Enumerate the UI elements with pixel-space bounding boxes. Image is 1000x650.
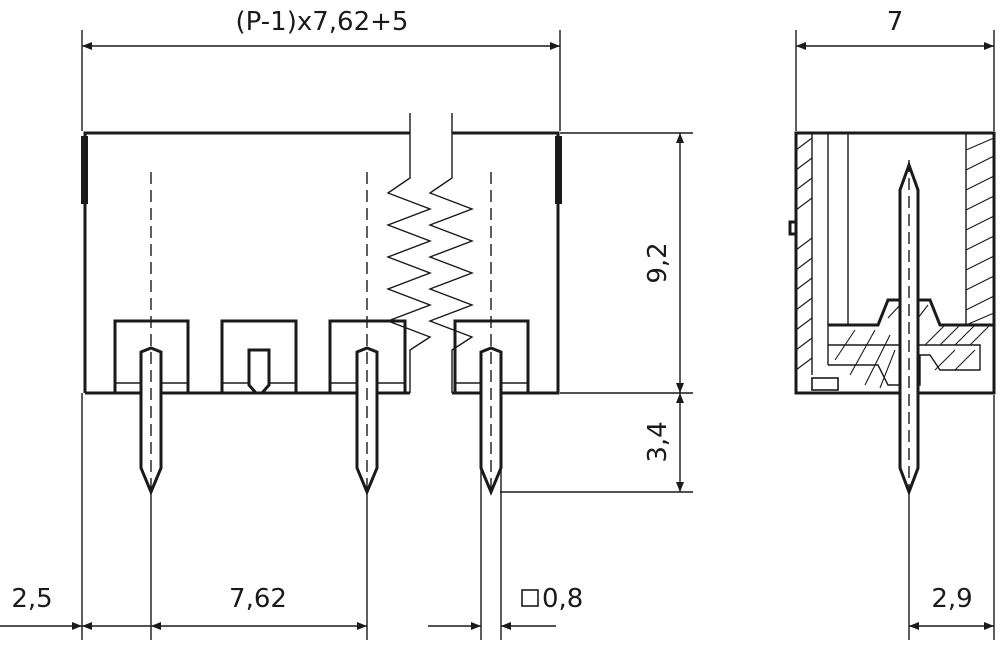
side-latch (788, 220, 796, 236)
right-flange (555, 136, 562, 204)
pin-1 (139, 346, 163, 496)
depth-label: 7 (887, 7, 904, 37)
left-wall-section (795, 133, 849, 375)
side-outline (794, 131, 996, 395)
front-view (81, 113, 562, 496)
square-section-icon (521, 589, 539, 607)
break-line-left (386, 113, 432, 393)
body-height-label: 9,2 (643, 242, 673, 283)
pin-length-label: 3,4 (643, 421, 673, 462)
left-flange (81, 136, 88, 204)
side-view (788, 131, 996, 497)
overall-length-label: (P-1)x7,62+5 (236, 7, 409, 37)
housing-right-outline (452, 131, 560, 395)
break-line-right (428, 113, 474, 393)
pin-2 (355, 346, 379, 496)
pitch-label: 7,62 (229, 584, 287, 614)
edge-offset-label: 2,5 (11, 584, 52, 614)
base-inner (828, 344, 981, 386)
base-foot (811, 377, 839, 391)
polarization-pocket (220, 319, 298, 393)
base-top (828, 298, 994, 327)
pin-3 (479, 346, 503, 496)
base-hatch (834, 304, 991, 389)
housing-left-outline (83, 131, 410, 393)
right-wall-section (965, 133, 995, 326)
coding-key (247, 348, 271, 395)
side-dimensions: 7 2,9 (795, 7, 995, 640)
pin-section-label: 0,8 (542, 584, 583, 614)
front-dimensions: (P-1)x7,62+5 9,2 3,4 2,5 7,62 0,8 (0, 7, 693, 640)
pin-offset-label: 2,9 (931, 584, 972, 614)
